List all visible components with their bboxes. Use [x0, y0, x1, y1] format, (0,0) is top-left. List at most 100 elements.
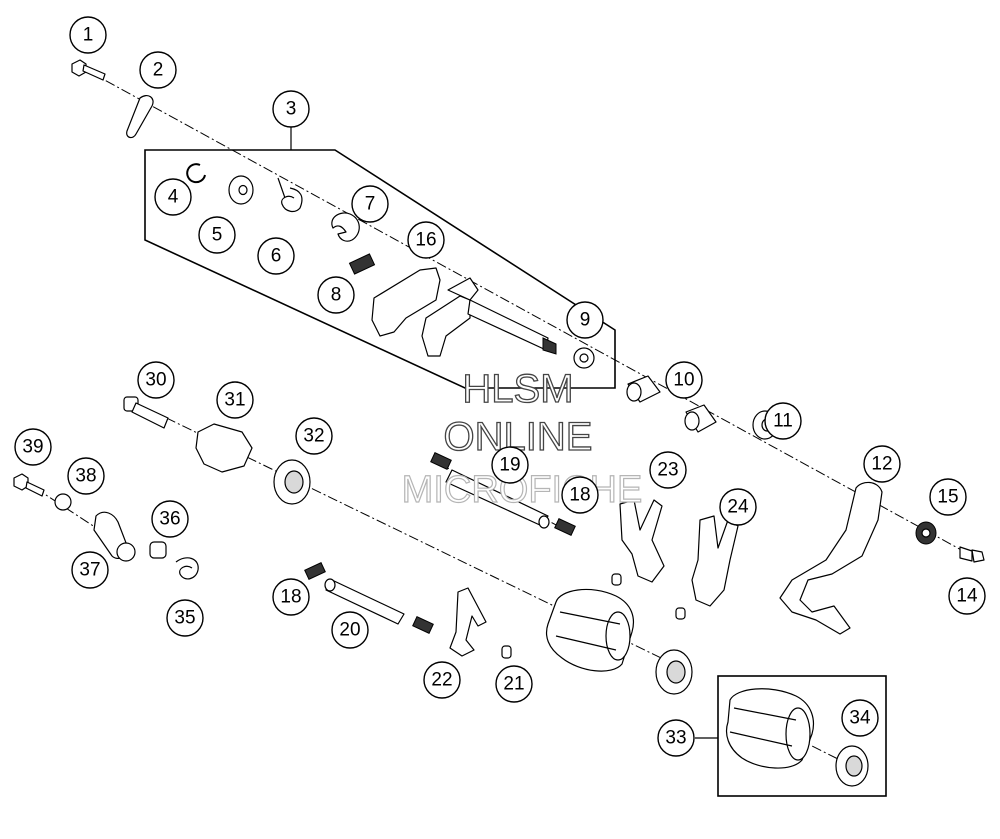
part-shift-fork-22: [449, 587, 487, 657]
callout-6: 6: [257, 237, 295, 275]
callout-label: 33: [665, 728, 686, 749]
part-bushing-10a: [626, 375, 661, 403]
callout-10: 10: [665, 361, 703, 399]
callout-label: 2: [153, 60, 164, 81]
callout-label: 38: [75, 466, 96, 487]
shift-shaft-assembly-frame: [144, 149, 616, 389]
callout-label: 24: [727, 497, 749, 518]
part-bolt-1: [71, 59, 106, 81]
watermark-line-1: HLSM: [462, 367, 573, 411]
callout-30: 30: [137, 361, 175, 399]
callout-label: 19: [499, 455, 520, 476]
part-shift-star-31: [195, 423, 253, 473]
callout-label: 1: [83, 25, 94, 46]
callout-label: 32: [303, 426, 324, 447]
callout-23: 23: [649, 451, 687, 489]
callout-label: 20: [339, 620, 360, 641]
part-circlip-4: [186, 163, 206, 184]
callout-11: 11: [764, 402, 802, 440]
callout-9: 9: [566, 301, 604, 339]
callout-32: 32: [295, 417, 333, 455]
part-shift-fork-23: [619, 499, 665, 583]
callout-label: 8: [331, 285, 342, 306]
callout-label: 18: [569, 485, 590, 506]
callout-label: 34: [849, 708, 871, 729]
part-shift-shaft: [421, 277, 557, 357]
part-spring-8: [348, 253, 376, 275]
part-bushing-36: [149, 541, 167, 559]
part-spring-18d: [412, 616, 434, 634]
part-shaft-19: [445, 469, 550, 529]
callout-label: 36: [159, 509, 180, 530]
callout-label: 14: [956, 586, 978, 607]
callout-1: 1: [69, 16, 107, 54]
part-ring-7: [331, 212, 360, 242]
callout-22: 22: [423, 661, 461, 699]
part-bearing-34: [835, 745, 869, 787]
callout-label: 11: [773, 411, 793, 432]
callout-21: 21: [495, 665, 533, 703]
callout-label: 10: [673, 370, 694, 391]
part-bolt-39: [13, 473, 45, 497]
callout-34: 34: [841, 699, 879, 737]
callout-35: 35: [166, 599, 204, 637]
callout-20: 20: [331, 611, 369, 649]
callout-39: 39: [14, 428, 52, 466]
part-spring-35: [175, 557, 199, 580]
callout-4: 4: [154, 178, 192, 216]
callout-label: 39: [22, 437, 43, 458]
part-roller-37: [116, 542, 136, 562]
part-bearing-32: [273, 459, 311, 505]
callout-18-lower: 18: [272, 578, 310, 616]
callout-12: 12: [863, 445, 901, 483]
callout-18-upper: 18: [561, 476, 599, 514]
callout-label: 4: [168, 187, 179, 208]
callout-37: 37: [71, 551, 109, 589]
part-spring-6: [277, 177, 303, 213]
callout-label: 6: [271, 246, 282, 267]
callout-label: 9: [580, 310, 591, 331]
callout-5: 5: [198, 216, 236, 254]
callout-8: 8: [317, 276, 355, 314]
part-drum-bearing: [655, 649, 693, 695]
callout-2: 2: [139, 51, 177, 89]
part-pin-24: [675, 607, 686, 620]
part-bushing-10b: [684, 404, 717, 433]
callout-label: 15: [937, 487, 958, 508]
part-washer-5: [228, 175, 254, 205]
part-washer-38: [54, 493, 72, 511]
callout-15: 15: [929, 478, 967, 516]
part-shift-drum-33: [725, 688, 815, 769]
part-bolt-30: [123, 396, 169, 429]
part-spring-18a: [430, 452, 452, 470]
part-spring-18b: [554, 518, 576, 536]
part-shift-lever-12: [779, 481, 883, 635]
part-washer-15: [915, 521, 937, 545]
callout-label: 21: [503, 674, 524, 695]
callout-19: 19: [491, 446, 529, 484]
callout-16: 16: [407, 221, 445, 259]
shift-drum-assembly-frame: [717, 675, 887, 797]
part-plate-2: [126, 94, 154, 139]
callout-33: 33: [657, 719, 695, 757]
part-spring-18c: [304, 562, 326, 580]
callout-24: 24: [719, 488, 757, 526]
part-shift-drum: [545, 588, 635, 672]
callout-label: 37: [79, 560, 100, 581]
callout-14: 14: [948, 577, 986, 615]
part-shift-plate-16: [371, 267, 441, 337]
callout-label: 18: [280, 587, 301, 608]
callout-label: 31: [224, 390, 245, 411]
callout-3: 3: [272, 90, 310, 128]
part-shaft-20: [324, 578, 405, 625]
callout-36: 36: [151, 500, 189, 538]
callout-38: 38: [67, 457, 105, 495]
callout-label: 30: [145, 370, 166, 391]
callout-label: 23: [657, 460, 678, 481]
callout-label: 16: [415, 230, 436, 251]
callout-7: 7: [351, 185, 389, 223]
callout-label: 5: [212, 225, 223, 246]
callout-label: 22: [431, 670, 452, 691]
part-pin-23: [611, 573, 622, 586]
